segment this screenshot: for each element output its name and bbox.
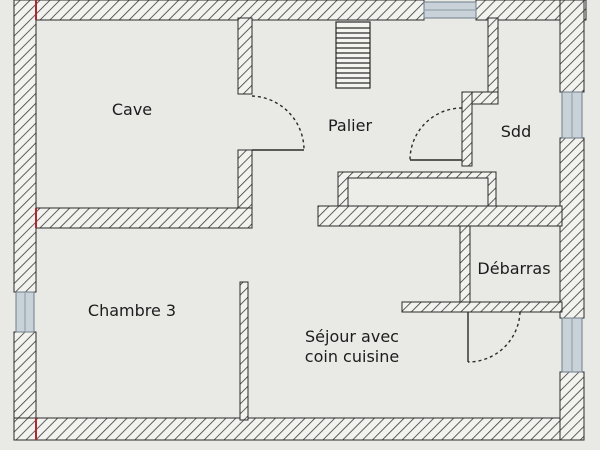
room-label-sdd: Sdd [501, 122, 531, 141]
room-label-sejour-line1: Séjour avec [305, 327, 399, 346]
wall-chambre-sejour [239, 281, 249, 421]
windows [15, 1, 583, 373]
wall-debarras-bottom [401, 301, 563, 313]
wall-palier-bottom [317, 205, 563, 227]
wall-right-top [559, 0, 585, 93]
door-debarras [467, 311, 521, 363]
wall-right-bottom [559, 371, 585, 441]
room-label-cave: Cave [112, 100, 152, 119]
wall-debarras-left [459, 225, 471, 313]
room-label-debarras: Débarras [477, 259, 550, 278]
wall-right-middle [559, 137, 585, 319]
room-label-sejour-line2: coin cuisine [305, 347, 399, 366]
staircase [335, 21, 371, 89]
room-label-chambre-3: Chambre 3 [88, 301, 176, 320]
wall-cave-bottom [35, 207, 253, 229]
wall-bottom [13, 417, 585, 441]
alcove-inner [347, 177, 489, 207]
wall-sdd-left-lower [461, 91, 473, 167]
room-label-palier: Palier [328, 116, 372, 135]
doors [251, 95, 521, 363]
door-sdd [409, 107, 463, 161]
wall-top-left [13, 0, 425, 21]
wall-left-upper [13, 0, 37, 293]
interior-walls [35, 17, 563, 421]
wall-cave-right-upper [237, 17, 253, 95]
door-cave [251, 95, 305, 151]
wall-sdd-left-upper [487, 17, 499, 101]
